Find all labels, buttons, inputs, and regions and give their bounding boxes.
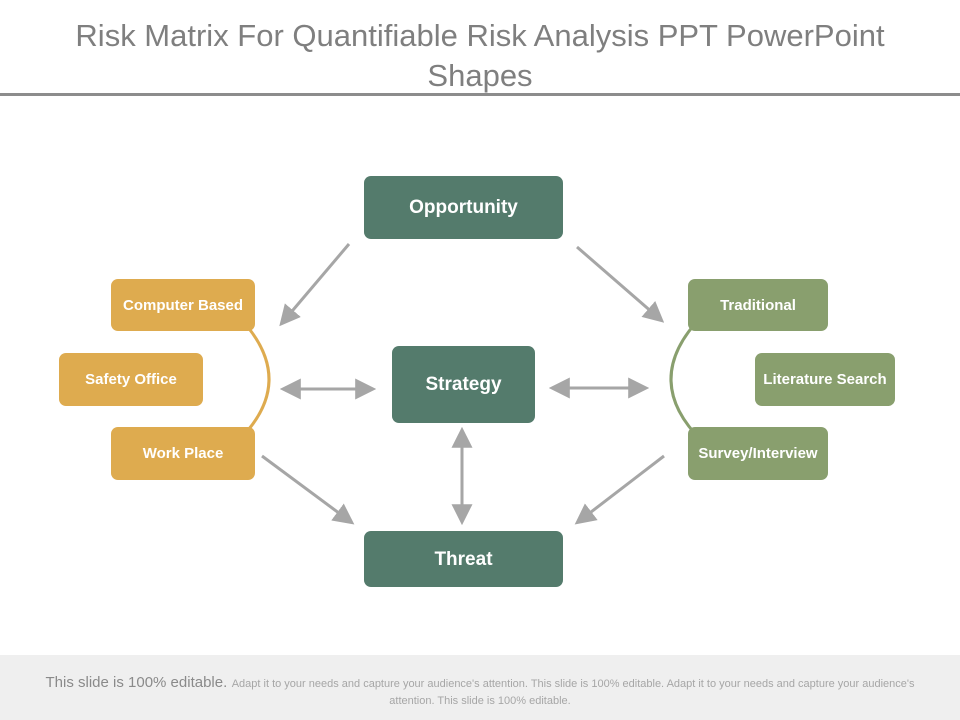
left-group-bracket: [236, 314, 271, 443]
work-place-box: Work Place: [111, 427, 255, 480]
literature-search-box: Literature Search: [755, 353, 895, 406]
slide-title: Risk Matrix For Quantifiable Risk Analys…: [75, 18, 885, 93]
arrow-right-to-threat: [574, 454, 665, 525]
footer-body: Adapt it to your needs and capture your …: [231, 678, 915, 707]
safety-office-box: Safety Office: [59, 353, 203, 406]
footer-note: This slide is 100% editable. Adapt it to…: [0, 655, 960, 720]
opportunity-box: Opportunity: [364, 176, 563, 239]
threat-box: Threat: [364, 531, 563, 587]
traditional-box: Traditional: [688, 279, 828, 331]
arrow-left-to-threat: [261, 454, 355, 525]
risk-matrix-diagram: Opportunity Strategy Threat Computer Bas…: [59, 176, 895, 587]
strategy-box: Strategy: [392, 346, 535, 423]
arrow-opportunity-to-left: [279, 243, 351, 327]
computer-based-box: Computer Based: [111, 279, 255, 331]
survey-interview-box: Survey/Interview: [688, 427, 828, 480]
diagram-connectors: [236, 243, 704, 526]
arrow-opportunity-to-right: [576, 245, 665, 323]
title-divider: [0, 93, 960, 96]
footer-lead: This slide is 100% editable.: [45, 674, 228, 691]
right-group-bracket: [669, 314, 704, 443]
